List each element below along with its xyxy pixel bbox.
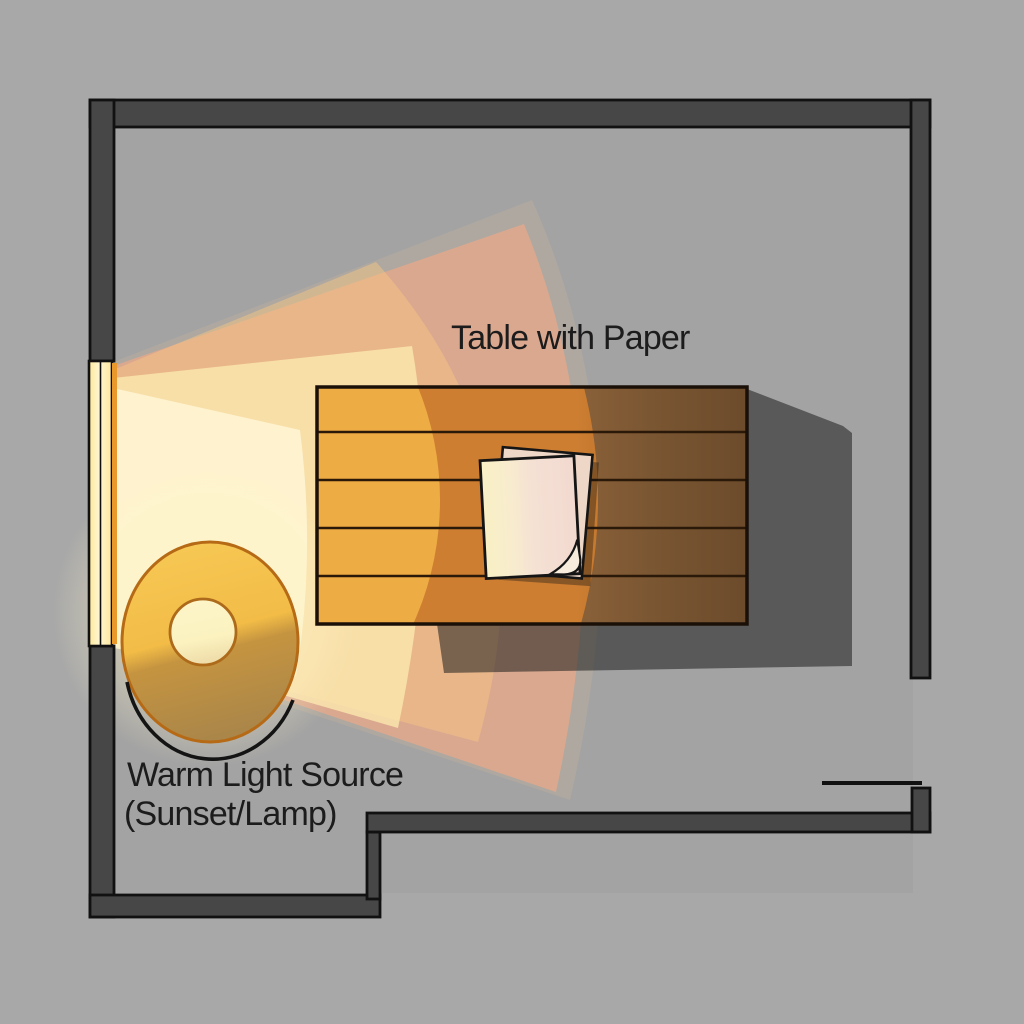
lamp-disc-dark-rim xyxy=(125,681,295,761)
table-outline xyxy=(315,385,749,626)
wall-step xyxy=(365,830,382,901)
table-label: Table with Paper xyxy=(451,319,690,357)
paper-stack xyxy=(478,445,599,587)
light-source-label-line2: (Sunset/Lamp) xyxy=(124,795,337,833)
door-leaf-line xyxy=(822,781,922,785)
paper-fold-corner xyxy=(546,539,582,576)
wall-bottom-left xyxy=(88,893,382,919)
window xyxy=(87,359,117,648)
wall-door-stub xyxy=(910,786,932,834)
lamp xyxy=(120,540,300,761)
paper-front-sheet xyxy=(478,454,582,581)
window-accent-line xyxy=(112,363,117,644)
wall-top xyxy=(88,98,932,129)
room-walls xyxy=(88,98,932,919)
lamp-core xyxy=(168,597,238,667)
wall-left-lower xyxy=(88,644,116,919)
wall-left-upper xyxy=(88,98,116,363)
wall-bottom-right-raised xyxy=(365,811,932,834)
wall-right xyxy=(909,98,932,680)
light-source-label-line1: Warm Light Source xyxy=(127,756,403,794)
